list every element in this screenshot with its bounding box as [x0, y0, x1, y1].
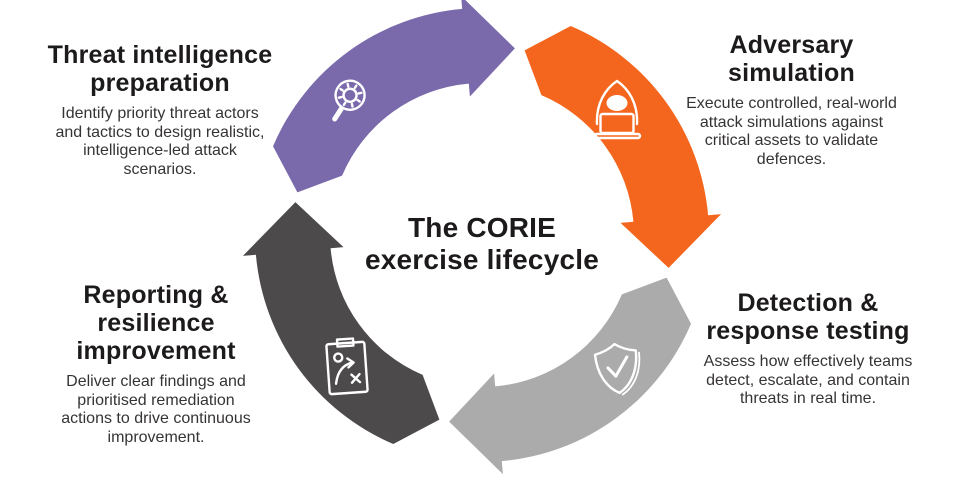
segment-arrow-detection-response: [449, 277, 691, 475]
body-line: threats in real time.: [739, 390, 877, 408]
segment-description: Identify priority threat actors and tact…: [10, 105, 310, 180]
body-line: Identify priority threat actors: [61, 105, 259, 122]
body-line: intelligence-led attack: [83, 142, 237, 160]
heading-line: preparation: [90, 69, 230, 97]
heading-line: simulation: [727, 59, 855, 87]
body-line: detect, escalate, and contain: [706, 371, 910, 389]
reporting-resilience-label-block: Reporting & resilience improvement Deliv…: [14, 281, 298, 448]
body-line: Assess how effectively teams: [703, 353, 913, 370]
body-line: critical assets to validate: [704, 132, 879, 150]
heading-line: resilience: [97, 309, 215, 337]
diagram-title: The CORIE exercise lifecycle: [331, 212, 633, 277]
heading-line: improvement: [76, 337, 236, 365]
segment-arrow-threat-intelligence: [273, 0, 515, 193]
segment-heading: Detection & response testing: [663, 289, 953, 345]
magnifier-bug-icon: [332, 79, 366, 122]
segment-description: Assess how effectively teams detect, esc…: [663, 353, 953, 409]
heading-line: Reporting &: [83, 281, 229, 309]
strategy-clipboard-icon: [325, 337, 369, 396]
body-line: Execute controlled, real-world: [686, 95, 897, 112]
segment-heading: Adversary simulation: [648, 31, 935, 87]
segment-heading: Reporting & resilience improvement: [14, 281, 298, 365]
segment-arrow-reporting-resilience: [242, 202, 440, 444]
heading-line: response testing: [706, 317, 910, 345]
segment-description: Execute controlled, real-world attack si…: [648, 95, 935, 170]
hooded-hacker-laptop-icon: [592, 79, 642, 140]
body-line: and tactics to design realistic,: [55, 123, 265, 141]
adversary-simulation-label-block: Adversary simulation Execute controlled,…: [648, 31, 935, 170]
diagram-title-line: The CORIE: [407, 212, 557, 243]
body-line: actions to drive continuous: [61, 410, 251, 428]
threat-intelligence-label-block: Threat intelligence preparation Identify…: [10, 41, 310, 180]
heading-line: Threat intelligence: [47, 41, 273, 69]
body-line: Deliver clear findings and: [66, 373, 246, 390]
heading-line: Detection &: [737, 289, 879, 317]
body-line: improvement.: [107, 429, 205, 447]
diagram-title-line: exercise lifecycle: [364, 244, 599, 276]
detection-response-label-block: Detection & response testing Assess how …: [663, 289, 953, 409]
segment-arrow-adversary-simulation: [524, 26, 722, 268]
shield-check-icon: [593, 342, 641, 396]
body-line: attack simulations against: [699, 113, 884, 131]
heading-line: Adversary: [729, 31, 854, 59]
body-line: prioritised remediation: [77, 391, 235, 409]
body-line: scenarios.: [123, 161, 197, 179]
body-line: defences.: [756, 151, 827, 169]
segment-description: Deliver clear findings and prioritised r…: [14, 373, 298, 448]
segment-heading: Threat intelligence preparation: [10, 41, 310, 97]
